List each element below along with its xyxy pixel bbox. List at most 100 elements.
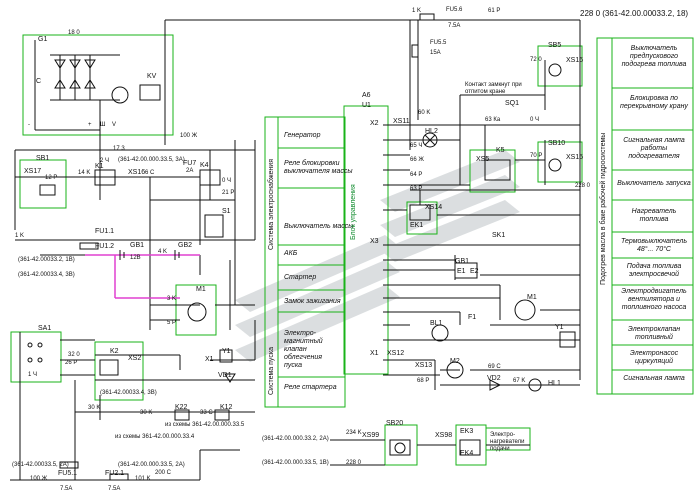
left-panel-item-1: Реле блокировки выключателя массы [284, 160, 353, 175]
right-panel-item-5: Термовыключатель 48°... 70°С [620, 238, 688, 253]
ek1-label: EK1 [410, 222, 424, 229]
right-panel-item-0: Выключатель предпускового подогрева топл… [621, 45, 687, 68]
m1c-label: M1 [527, 294, 537, 301]
k12-label: K12 [220, 404, 233, 411]
vd2-label: VD2 [487, 375, 501, 382]
w63k-label: 63 Ка [485, 117, 501, 123]
xs2-label: XS2 [128, 355, 142, 362]
fu7-label: FU7 [183, 160, 197, 167]
ref3-label: (361-42.00033.4, 3B) [100, 390, 157, 396]
x1c-label: X1 [370, 350, 379, 357]
xs98-label: XS98 [435, 432, 453, 439]
right-panel-title: Подогрев масла в баке рабочей гидросисте… [600, 132, 607, 285]
w1ch-label: 1 Ч [28, 372, 38, 378]
contact-note: Контакт замкнут при отпитом кране [465, 82, 522, 95]
center-block-title: Блок управления [350, 184, 357, 240]
left-panel-item-2: Выключатель массы [284, 223, 354, 230]
left-panel-item-4: Стартер [284, 274, 317, 281]
sb5-label: SB5 [548, 42, 562, 49]
ref7-label: (361-42.00.000.33.5, 2A) [118, 462, 185, 468]
fu2-1-label: FU2.1 [105, 470, 125, 477]
w72-label: 72 0 [530, 57, 542, 63]
w18-label: 18 0 [68, 30, 80, 36]
w101k-label: 101 K [135, 476, 151, 482]
w228-label: 228 0 [575, 183, 591, 189]
hl2-label: HL2 [425, 128, 438, 135]
x2-label: X2 [370, 120, 379, 127]
right-panel-item-4: Нагреватель топлива [631, 208, 677, 223]
w32o-label: 32 0 [68, 352, 80, 358]
right-panel-item-10: Сигнальная лампа [623, 375, 685, 382]
w30k2-label: 30 K [140, 410, 153, 416]
right-panel-item-3: Выключатель запуска [617, 180, 691, 187]
x1-label: X1 [205, 356, 214, 363]
y1-label: Y1 [222, 348, 231, 355]
fu2-1-rating: 7.5A [108, 486, 121, 492]
u1-label: U1 [362, 102, 371, 109]
w200c-label: 200 C [155, 470, 172, 476]
a6-label: A6 [362, 92, 371, 99]
right-panel-item-6: Подача топлива электросвечой [626, 263, 682, 278]
k1-label: K1 [95, 163, 104, 170]
sq1-label: SQ1 [505, 100, 520, 107]
k4-label: K4 [200, 162, 209, 169]
w6c-label: 6 C [145, 170, 155, 176]
xs16-label: XS16 [128, 169, 146, 176]
w33c-label: 33 C [200, 410, 213, 416]
gb1-label: GB1 [130, 242, 145, 249]
w68-label: 68 P [417, 378, 430, 384]
fuse2-rating: 15A [430, 50, 441, 56]
w5p-label: 5 P [167, 320, 177, 326]
gen-sh: Ш [100, 122, 106, 128]
w64-label: 64 Р [410, 172, 423, 178]
gen-ref-label: (361-42.00.000.33.5, 3A) [118, 157, 185, 163]
sb10-label: SB10 [548, 140, 566, 147]
ref5-label: из схемы 361-42.00.000.33.5 [165, 422, 245, 428]
ref6-label: (361-42.00033.5, 2A) [12, 462, 69, 468]
m2-label: M2 [450, 358, 460, 365]
left-panel-item-5: Замок зажигания [284, 298, 341, 305]
w66-label: 66 Ж [410, 157, 424, 163]
w17-label: 17 3 [113, 146, 125, 152]
w70-label: 70 Р [530, 153, 543, 159]
w63-label: 63 Р [410, 186, 423, 192]
right-panel-item-2: Сигнальная лампа работы подогревателя [623, 137, 685, 160]
fu5-1-label: FU5.1 [58, 470, 78, 477]
right-panel-item-7: Электродвигатель вентилятора и топливног… [621, 288, 687, 311]
sk1-label: SK1 [492, 232, 506, 239]
e2-label: E2 [470, 268, 479, 275]
sa1-label: SA1 [38, 325, 52, 332]
w0ch-label: 0 Ч [222, 178, 232, 184]
panel-dividers [277, 38, 693, 407]
w3k-label: 3 K [167, 296, 177, 302]
left-panel-item-0: Генератор [284, 132, 321, 139]
w4k-label: 4 K [158, 249, 168, 255]
m1-label: M1 [196, 286, 206, 293]
xs17-label: XS17 [24, 168, 42, 175]
w12v-label: 12B [130, 255, 141, 261]
right-panel-item-8: Электроклапан топливный [627, 326, 681, 341]
green-frames [10, 34, 694, 466]
w67-label: 67 K [513, 378, 526, 384]
w21p-label: 21 P [222, 190, 235, 196]
left-panel-title: Система электроснабжения [268, 159, 275, 250]
w100zh-label: 100 Ж [30, 476, 48, 482]
fuse-top-out: 61 P [488, 8, 501, 14]
gen-v: V [112, 122, 117, 128]
kv-label: KV [147, 73, 157, 80]
gen-plus: + [88, 122, 92, 128]
w26p-label: 26 P [65, 360, 78, 366]
left-panel-title2: Система пуска [268, 347, 275, 395]
fuse-top-rating: 7.5A [448, 23, 461, 29]
gen-minus: - [28, 122, 30, 128]
gb1c-label: GB1 [455, 258, 470, 265]
w14k-label: 14 K [78, 170, 91, 176]
xs14-label: XS14 [425, 204, 443, 211]
w1k-label: 1 K [15, 233, 25, 239]
f1-label: F1 [468, 314, 477, 321]
hl1-label: HL1 [548, 380, 561, 387]
xs13-label: XS13 [415, 362, 433, 369]
k2-label: K2 [110, 348, 119, 355]
fu7-rating: 2A [186, 168, 194, 174]
